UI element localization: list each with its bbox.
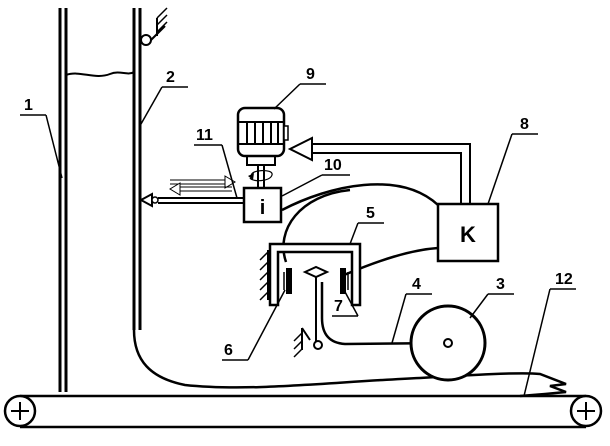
- callout-7: 7: [334, 298, 343, 315]
- conveyor-roller-right: [571, 396, 601, 426]
- actuator-rod: [141, 194, 244, 206]
- controller-label: K: [460, 222, 476, 247]
- conveyor-belt: [5, 396, 601, 427]
- converter-block: i: [244, 188, 281, 222]
- callout-11: 11: [196, 127, 213, 144]
- callout-1: 1: [24, 97, 33, 114]
- wall-hinge-top: [141, 8, 167, 45]
- callout-8: 8: [520, 116, 529, 133]
- callout-12: 12: [555, 271, 573, 288]
- converter-label: i: [260, 197, 266, 219]
- callout-2: 2: [166, 69, 175, 86]
- material-level-in-hopper: [66, 72, 134, 76]
- motor: [238, 108, 288, 188]
- callout-6: 6: [224, 342, 233, 359]
- lever-top-marker: [305, 267, 327, 277]
- conveyor-roller-left: [5, 396, 35, 426]
- callout-5: 5: [366, 205, 375, 222]
- callout-10: 10: [324, 157, 342, 174]
- callout-9: 9: [306, 66, 315, 83]
- controller-block: K: [438, 204, 498, 261]
- hopper-walls: [60, 8, 140, 392]
- callout-4: 4: [412, 276, 421, 293]
- callout-3: 3: [496, 276, 505, 293]
- bidirectional-motion-arrow: [170, 176, 235, 195]
- sensing-wheel: [411, 306, 485, 380]
- material-layer: [134, 330, 566, 396]
